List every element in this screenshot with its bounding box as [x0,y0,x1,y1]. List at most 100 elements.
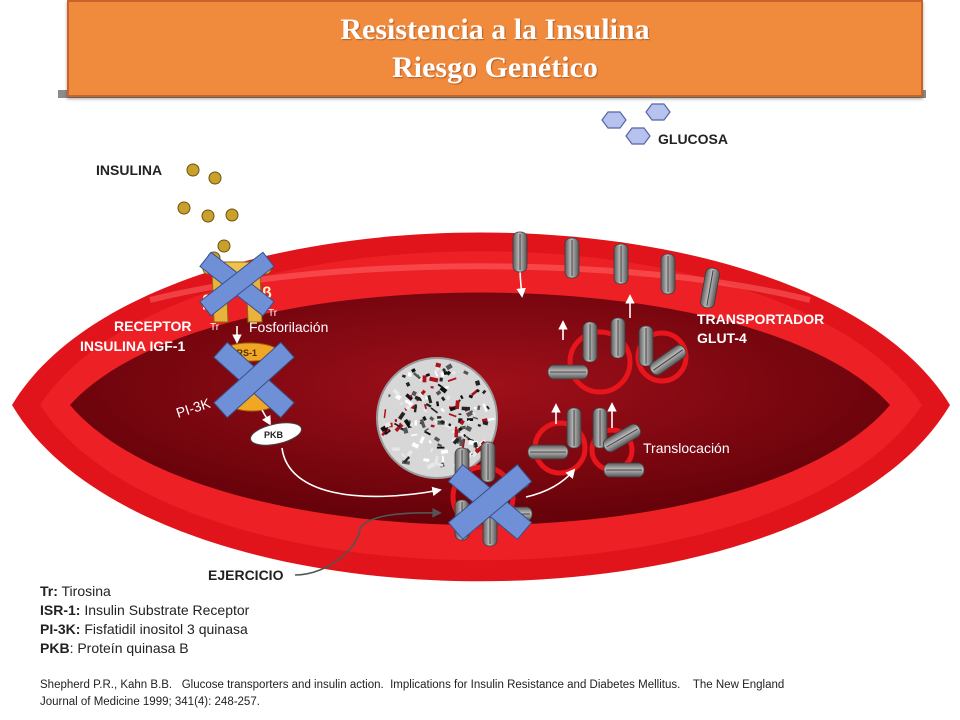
chromatin-fragment [481,389,487,395]
chromatin-fragment [459,431,466,437]
chromatin-fragment [425,373,431,377]
chromatin-fragment [399,402,403,405]
chromatin-fragment [466,418,474,422]
ejercicio-label: EJERCICIO [208,567,284,583]
translocation-arrow-1 [525,468,576,498]
chromatin-fragment [411,390,417,397]
chromatin-fragment [440,419,445,425]
chromatin-fragment [430,407,439,414]
insulin-molecule [225,208,239,222]
chromatin-fragment [468,394,474,399]
chromatin-fragment [439,377,443,382]
legend-abbr: ISR-1: [40,602,81,618]
chromatin-fragment [405,393,414,401]
transportador-label-line1: TRANSPORTADOR [697,311,824,327]
legend-item: PKB: Proteín quinasa B [40,639,249,658]
chromatin-fragment [458,413,462,416]
chromatin-fragment [477,423,482,428]
chromatin-fragment [429,376,439,383]
chromatin-fragment [392,388,401,397]
legend-text: Tirosina [57,583,111,599]
legend-text: Insulin Substrate Receptor [80,602,250,618]
chromatin-fragment [430,386,434,389]
legend-abbr: PKB [40,640,70,656]
chromatin-fragment [409,394,413,398]
glucose-molecule [645,103,671,121]
chromatin-fragment [397,411,406,421]
translocation-vesicles [527,407,645,478]
chromatin-fragment [413,404,418,413]
receptor-label-line2: INSULINA IGF-1 [80,338,185,354]
chromatin-fragment [406,449,414,457]
chromatin-fragment [439,386,448,394]
chromatin [380,362,495,470]
chromatin-fragment [393,422,401,428]
legend-item: Tr: Tirosina [40,582,249,601]
chromatin-fragment [459,419,465,426]
chromatin-fragment [486,405,490,410]
chromatin-fragment [440,396,446,402]
chromatin-fragment [455,400,460,410]
signal-arrow [281,447,442,498]
chromatin-fragment [405,381,411,387]
citation-line-1: Shepherd P.R., Kahn B.B. Glucose transpo… [40,679,785,691]
block-mark-translocation [447,463,533,541]
legend-text: Fisfatidil inositol 3 quinasa [80,621,248,637]
chromatin-fragment [392,447,400,451]
legend-text: : Proteín quinasa B [69,640,189,656]
chromatin-fragment [409,422,414,427]
chromatin-fragment [482,420,489,426]
chromatin-fragment [445,363,453,371]
chromatin-fragment [394,419,398,422]
chromatin-fragment [419,418,426,429]
chromatin-fragment [443,423,452,430]
chromatin-fragment [437,443,443,448]
insulin-molecule [217,239,231,253]
chromatin-fragment [418,376,423,382]
insulin-molecule [201,209,215,223]
chromatin-fragment [430,447,434,453]
chromatin-fragment [430,424,435,428]
chromatin-fragment [411,368,416,373]
chromatin-fragment [443,371,448,375]
chromatin-fragment [446,395,451,401]
chromatin-fragment [451,436,457,443]
chromatin-fragment [440,371,445,378]
chromatin-fragment [425,403,432,408]
chromatin-fragment [424,430,431,436]
transportador-label-line2: GLUT-4 [697,330,747,346]
pkb-label: PKB [264,430,284,440]
chromatin-fragment [398,422,404,428]
chromatin-fragment [436,401,440,407]
tr-label-left: Tr [210,322,220,333]
chromatin-fragment [414,395,423,402]
insulin-molecules [177,163,239,265]
chromatin-fragment [448,413,457,418]
chromatin-fragment [452,437,460,445]
chromatin-fragment [440,407,445,413]
chromatin-fragment [428,439,432,444]
irs1-label: IRS-1 [234,348,257,358]
glucose-molecule [601,111,627,129]
chromatin-fragment [488,417,495,421]
chromatin-fragment [422,408,427,413]
chromatin-fragment [454,429,459,438]
chromatin-fragment [474,380,481,386]
chromatin-fragment [458,427,463,432]
chromatin-fragment [401,374,406,378]
chromatin-fragment [426,462,436,470]
chromatin-fragment [436,462,444,467]
chromatin-fragment [420,389,426,396]
glucose-molecules [601,103,671,145]
receptor-label-line1: RECEPTOR [114,318,192,334]
chromatin-fragment [463,370,469,376]
legend-abbr: Tr: [40,583,58,599]
chromatin-fragment [412,372,421,380]
chromatin-fragment [411,442,420,449]
chromatin-fragment [473,406,477,410]
chromatin-fragment [459,394,464,400]
receptor-beta-right: β [262,285,272,302]
chromatin-fragment [463,433,467,438]
chromatin-fragment [437,416,442,419]
